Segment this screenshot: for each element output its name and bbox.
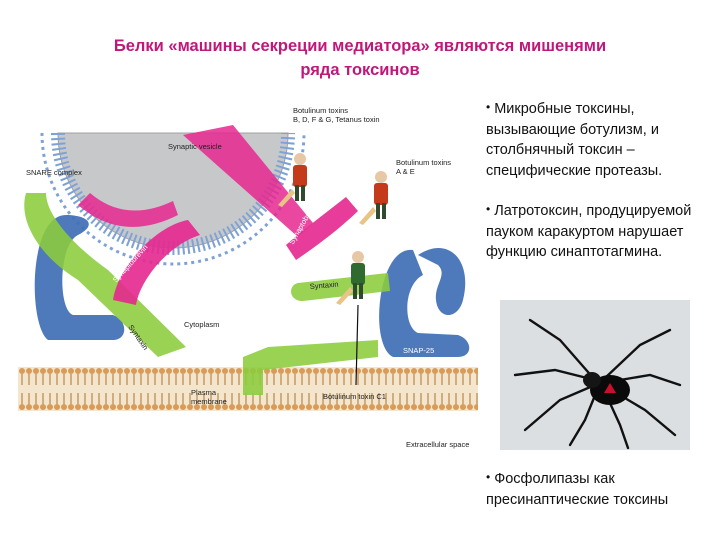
label-synaptic-vesicle: Synaptic vesicle xyxy=(168,142,222,151)
label-extracellular: Extracellular space xyxy=(406,440,469,449)
bullet-marker: • xyxy=(486,470,490,484)
label-plasma-membrane-2: membrane xyxy=(191,397,227,406)
title-line-2: ряда токсинов xyxy=(20,58,700,82)
label-snap25-right: SNAP-25 xyxy=(403,346,434,355)
snap25-right xyxy=(379,248,469,357)
toxin-figure-icon xyxy=(359,171,388,225)
label-snap25-left: SNAP-25 xyxy=(56,346,87,355)
label-botulinum-bdfg: Botulinum toxins xyxy=(293,106,348,115)
title-line-1: Белки «машины секреции медиатора» являют… xyxy=(20,34,700,58)
bullet-phospholipases: •Фосфолипазы как пресинаптические токсин… xyxy=(486,467,720,510)
label-snare-complex: SNARE complex xyxy=(26,168,82,177)
label-botulinum-c1: Botulinum toxin C1 xyxy=(323,392,386,401)
bullet-text-1: Микробные токсины, вызывающие ботулизм, … xyxy=(486,101,662,179)
spider-photo xyxy=(500,300,690,450)
snare-toxin-diagram: Synaptic vesicle Botulinum toxins B, D, … xyxy=(18,95,478,463)
bullet-marker: • xyxy=(486,202,490,216)
bullet-latrotoxin: •Латротоксин, продуцируемой пауком карак… xyxy=(486,199,714,263)
bullet-text-2: Латротоксин, продуцируемой пауком караку… xyxy=(486,203,691,260)
label-plasma-membrane: Plasma xyxy=(191,388,217,397)
label-botulinum-ae-2: A & E xyxy=(396,167,415,176)
bullet-microbial-toxins: •Микробные токсины, вызывающие ботулизм,… xyxy=(486,97,714,181)
label-cytoplasm: Cytoplasm xyxy=(184,320,219,329)
slide-title: Белки «машины секреции медиатора» являют… xyxy=(20,34,700,82)
label-botulinum-bdfg-2: B, D, F & G, Tetanus toxin xyxy=(293,115,380,124)
bullet-marker: • xyxy=(486,100,490,114)
label-botulinum-ae: Botulinum toxins xyxy=(396,158,451,167)
bullet-text-3: Фосфолипазы как пресинаптические токсины xyxy=(486,471,668,508)
